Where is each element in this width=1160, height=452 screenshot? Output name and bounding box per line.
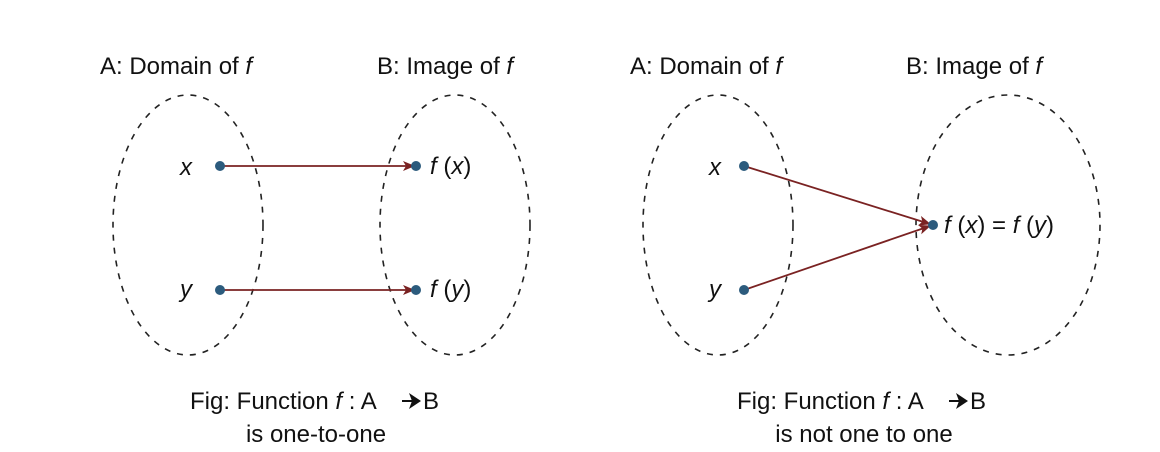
right-domain-title: A: Domain of f: [630, 53, 784, 80]
left-point-y: [215, 285, 225, 295]
right-arrow-y: [743, 224, 931, 291]
right-image-title: B: Image of f: [906, 53, 1044, 80]
right-point-x: [739, 161, 749, 171]
right-diagram: A: Domain of f B: Image of f x y f (x) =…: [630, 53, 1101, 448]
left-label-y: y: [178, 276, 194, 303]
right-point-fxy: [928, 220, 938, 230]
left-label-fx: f (x): [430, 153, 471, 180]
right-label-x: x: [708, 154, 722, 181]
left-caption-codomain: B: [423, 388, 439, 415]
left-point-x: [215, 161, 225, 171]
left-point-fy: [411, 285, 421, 295]
right-caption-line1: Fig: Function f : A: [737, 388, 924, 415]
left-domain-set: [112, 94, 264, 356]
right-caption-line2: is not one to one: [775, 421, 952, 448]
left-label-x: x: [179, 154, 193, 181]
left-caption-line1: Fig: Function f : A: [190, 388, 377, 415]
left-diagram: A: Domain of f B: Image of f x y f (x) f…: [100, 53, 531, 448]
left-image-title: B: Image of f: [377, 53, 515, 80]
right-label-y: y: [707, 276, 723, 303]
left-caption-arrow-icon: [402, 393, 421, 409]
left-domain-title: A: Domain of f: [100, 53, 254, 80]
left-point-fx: [411, 161, 421, 171]
right-point-y: [739, 285, 749, 295]
left-label-fy: f (y): [430, 276, 471, 303]
left-caption-line2: is one-to-one: [246, 421, 386, 448]
right-label-fx-equals-fy: f (x) = f (y): [944, 212, 1054, 239]
left-image-set: [379, 94, 531, 356]
right-arrow-x: [743, 165, 931, 226]
right-caption-codomain: B: [970, 388, 986, 415]
right-domain-set: [642, 94, 794, 356]
right-image-set: [915, 94, 1101, 356]
right-caption-arrow-icon: [949, 393, 968, 409]
